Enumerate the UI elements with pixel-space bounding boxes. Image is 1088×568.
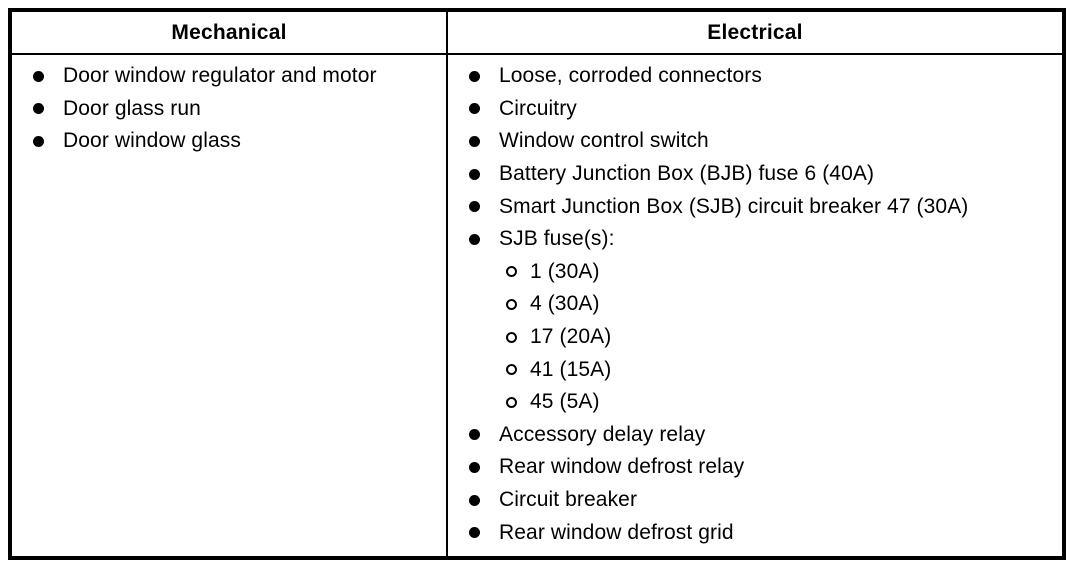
- sub-list-item: 4 (30A): [448, 288, 1062, 321]
- column-header-mechanical: Mechanical: [12, 12, 448, 55]
- electrical-item-list: Loose, corroded connectors Circuitry Win…: [448, 55, 1062, 556]
- column-header-electrical: Electrical: [448, 12, 1062, 55]
- sub-bullet-icon: [506, 266, 517, 278]
- list-item: Accessory delay relay: [448, 419, 1062, 452]
- list-item: Battery Junction Box (BJB) fuse 6 (40A): [448, 158, 1062, 191]
- list-item-label: Battery Junction Box (BJB) fuse 6 (40A): [499, 162, 875, 186]
- sub-bullet-icon: [506, 331, 517, 343]
- list-item-label: 1 (30A): [530, 259, 600, 283]
- bullet-icon: [469, 70, 480, 82]
- bullet-icon: [469, 429, 480, 441]
- list-item-label: Smart Junction Box (SJB) circuit breaker…: [499, 194, 969, 218]
- list-item-label: Accessory delay relay: [499, 422, 706, 446]
- list-item-label: 41 (15A): [530, 357, 612, 381]
- list-item-label: 45 (5A): [530, 390, 600, 414]
- bullet-icon: [469, 233, 480, 245]
- list-item: Door window glass: [12, 125, 446, 158]
- list-item-label: 4 (30A): [530, 292, 600, 316]
- list-item-label: Rear window defrost relay: [499, 455, 745, 479]
- list-item: Door window regulator and motor: [12, 60, 446, 93]
- list-item: Loose, corroded connectors: [448, 60, 1062, 93]
- bullet-icon: [469, 103, 480, 115]
- list-item-label: Circuitry: [499, 96, 577, 120]
- list-item-label: Door glass run: [63, 96, 201, 120]
- sub-list-item: 1 (30A): [448, 256, 1062, 289]
- list-item-label: 17 (20A): [530, 325, 612, 349]
- list-item-label: Loose, corroded connectors: [499, 64, 762, 88]
- list-item: Window control switch: [448, 125, 1062, 158]
- bullet-icon: [469, 527, 480, 539]
- list-item: Circuitry: [448, 93, 1062, 126]
- list-item-label: Door window glass: [63, 129, 241, 153]
- bullet-icon: [33, 70, 44, 82]
- bullet-icon: [33, 135, 44, 147]
- bullet-icon: [469, 135, 480, 147]
- list-item-label: Door window regulator and motor: [63, 64, 377, 88]
- list-item: Rear window defrost grid: [448, 516, 1062, 549]
- bullet-icon: [469, 461, 480, 473]
- list-item: SJB fuse(s):: [448, 223, 1062, 256]
- list-item-label: Circuit breaker: [499, 488, 638, 512]
- list-item-label: SJB fuse(s):: [499, 227, 615, 251]
- mechanical-item-list: Door window regulator and motor Door gla…: [12, 55, 448, 556]
- sub-list-item: 45 (5A): [448, 386, 1062, 419]
- list-item-label: Rear window defrost grid: [499, 520, 734, 544]
- list-item: Smart Junction Box (SJB) circuit breaker…: [448, 190, 1062, 223]
- troubleshooting-table: Mechanical Electrical Door window regula…: [8, 8, 1066, 560]
- bullet-icon: [469, 494, 480, 506]
- bullet-icon: [469, 168, 480, 180]
- bullet-icon: [469, 201, 480, 213]
- bullet-icon: [33, 103, 44, 115]
- sub-bullet-icon: [506, 364, 517, 376]
- sub-bullet-icon: [506, 298, 517, 310]
- list-item: Rear window defrost relay: [448, 451, 1062, 484]
- list-item-label: Window control switch: [499, 129, 709, 153]
- list-item: Circuit breaker: [448, 484, 1062, 517]
- list-item: Door glass run: [12, 93, 446, 126]
- sub-list-item: 17 (20A): [448, 321, 1062, 354]
- sub-bullet-icon: [506, 396, 517, 408]
- sub-list-item: 41 (15A): [448, 353, 1062, 386]
